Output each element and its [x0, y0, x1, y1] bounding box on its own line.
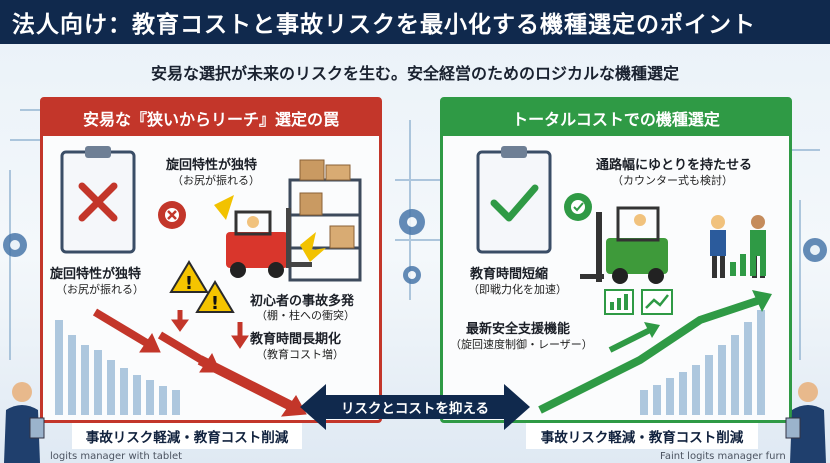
page-title: 法人向け：教育コストと事故リスクを最小化する機種選定のポイント [12, 12, 756, 38]
right-label-2-sub: （即戦力化を加速） [468, 283, 567, 296]
right-label-3-main: 最新安全支援機能 [466, 322, 571, 337]
left-label-4-main: 教育時間長期化 [250, 332, 342, 347]
gear-x-icon [158, 201, 186, 229]
left-label-2-main: 旋回特性が独特 [50, 267, 142, 282]
warning-icon: ! ! [169, 260, 235, 314]
caption-left: logits manager with tablet [50, 451, 183, 462]
left-footer: 事故リスク軽減・教育コスト削減 [72, 423, 302, 449]
clipboard-x-icon [60, 146, 136, 254]
left-panel-heading: 安易な『狭いからリーチ』選定の罠 [43, 100, 379, 136]
title-bar: 法人向け：教育コストと事故リスクを最小化する機種選定のポイント [0, 0, 830, 44]
forklift-crash-icon [214, 195, 326, 278]
right-label-3-sub: （旋回速度制御・レーザー） [450, 338, 593, 351]
rising-bars [730, 232, 766, 276]
manager-right-icon [785, 382, 826, 463]
forklift-green-icon [580, 206, 668, 284]
subtitle: 安易な選択が未来のリスクを生む。安全経営のためのロジカルな機種選定 [150, 64, 679, 83]
right-footer: 事故リスク軽減・教育コスト削減 [526, 423, 758, 449]
gear-icon [3, 209, 827, 284]
center-double-arrow: リスクとコストを抑える [300, 384, 530, 430]
downward-arrow-icon [92, 308, 307, 417]
manager-left-icon [4, 382, 45, 463]
right-label-1-main: 通路幅にゆとりを持たせる [596, 158, 753, 173]
caption-right: Faint logits manager furn [660, 451, 786, 462]
right-panel-heading: トータルコストでの機種選定 [443, 100, 789, 136]
double-arrow-icon [300, 384, 530, 430]
declining-bars [55, 320, 180, 415]
left-label-3-main: 初心者の事故多発 [250, 294, 355, 309]
clipboard-check-icon [476, 146, 552, 254]
left-label-2-sub: （お尻が振れる） [56, 283, 144, 296]
left-label-3-sub: （棚・柱への衝突） [256, 309, 355, 322]
right-label-1-sub: （カウンター式も検討） [612, 174, 733, 187]
rising-bars-background [640, 310, 765, 415]
right-label-2-main: 教育時間短縮 [470, 267, 549, 282]
left-label-4-sub: （教育コスト増） [256, 348, 344, 361]
gear-check-icon [564, 193, 592, 221]
svg-text:!: ! [185, 273, 193, 294]
upward-arrow-icon [538, 290, 772, 414]
left-label-1-main: 旋回特性が独特 [166, 158, 258, 173]
chart-icon [604, 289, 673, 315]
svg-text:!: ! [211, 293, 219, 314]
center-arrow-label: リスクとコストを抑える [340, 401, 490, 417]
left-label-1-sub: （お尻が振れる） [172, 174, 260, 187]
